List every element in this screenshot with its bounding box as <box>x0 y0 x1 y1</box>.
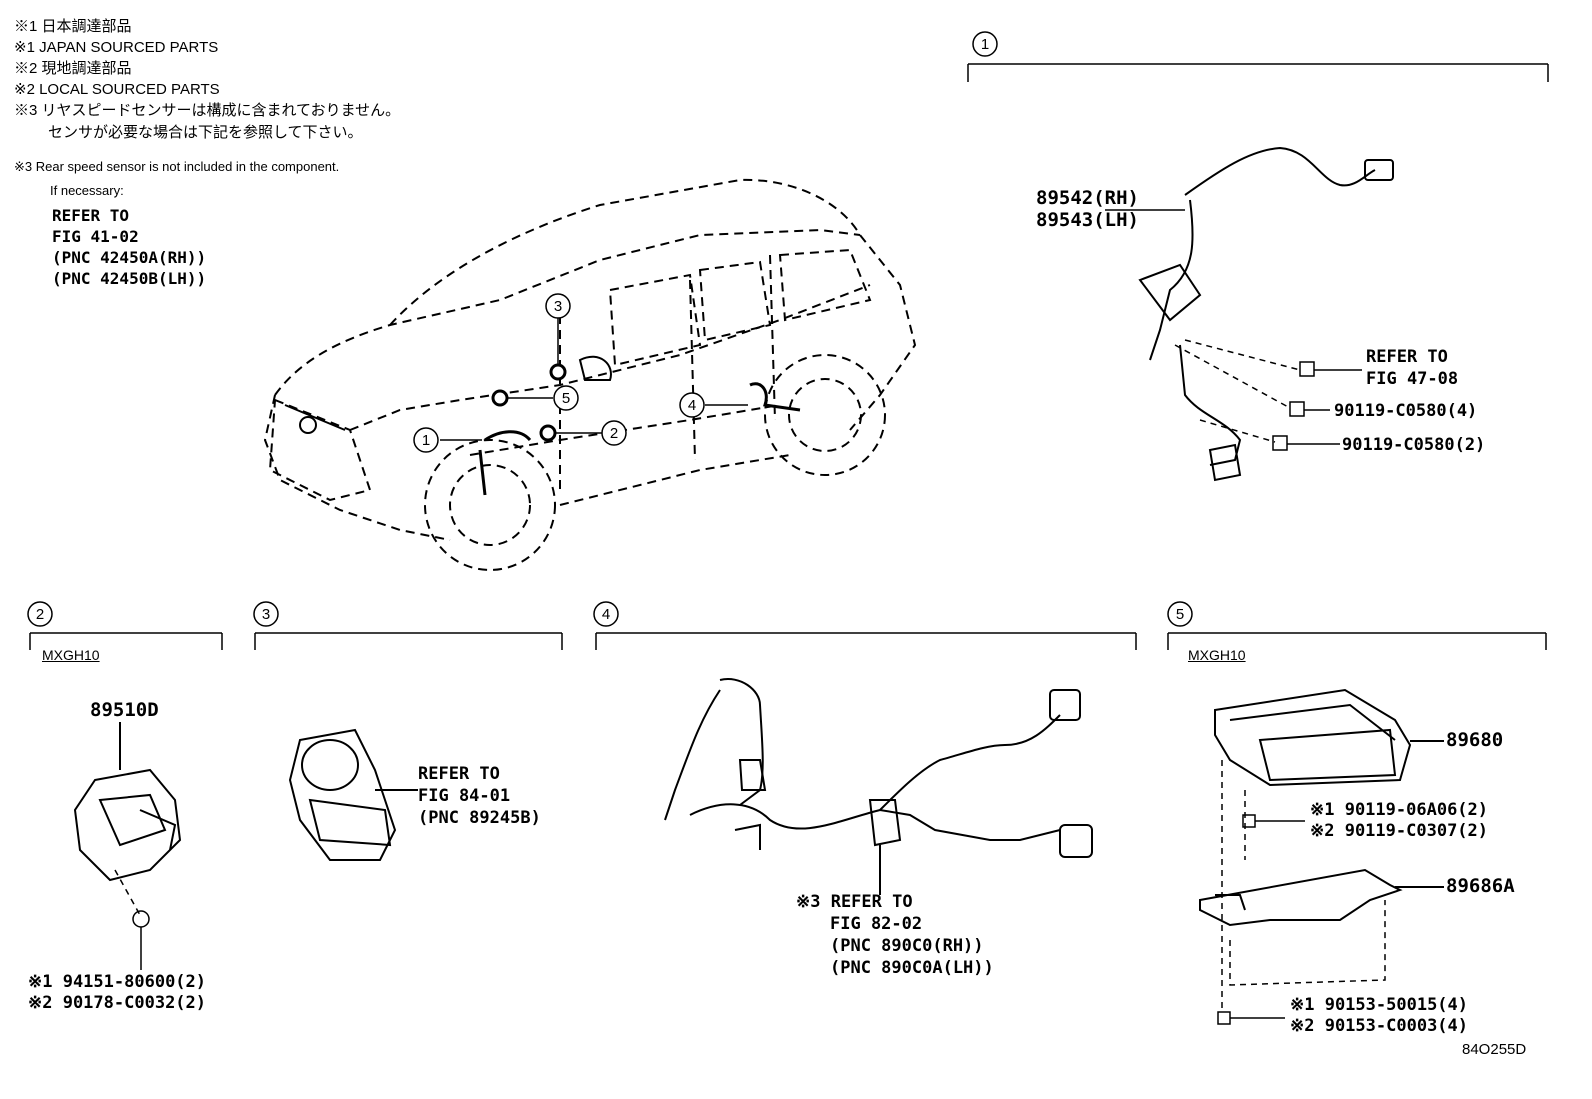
section-1-refer-line-1: REFER TO <box>1366 347 1448 367</box>
note-line-1: ※1 日本調達部品 <box>14 18 132 35</box>
section-5-bolts <box>1217 814 1305 1025</box>
section-3-refer-line-1: REFER TO <box>418 764 500 784</box>
section-5-dashed-leaders <box>1221 760 1386 1010</box>
section-5-ecu <box>1199 688 1444 927</box>
section-5-number: 5 <box>1176 606 1184 623</box>
callout-5-vehicle: 5 <box>562 390 570 407</box>
section-4-refer-line-3: (PNC 890C0(RH)) <box>830 936 984 956</box>
part-89510d: 89510D <box>90 699 159 721</box>
section-2-nut <box>132 910 150 970</box>
bolt-90119-c0580-4: 90119-C0580(4) <box>1334 401 1478 421</box>
part-89543-lh: 89543(LH) <box>1036 209 1139 231</box>
section-3-refer-line-3: (PNC 89245B) <box>418 808 541 828</box>
fastener-94151-80600: ※1 94151-80600(2) <box>28 972 207 992</box>
section-2-dashed-leader <box>114 869 141 916</box>
section-4-refer-line-4: (PNC 890C0A(LH)) <box>830 958 994 978</box>
refer-top-line-4: (PNC 42450B(LH)) <box>52 269 207 288</box>
note-line-2: ※1 JAPAN SOURCED PARTS <box>14 39 219 56</box>
vehicle-outline <box>263 178 917 571</box>
bolt-90119-c0307: ※2 90119-C0307(2) <box>1310 821 1489 841</box>
diagram-code: 84O255D <box>1462 1041 1527 1058</box>
note-line-4: ※2 LOCAL SOURCED PARTS <box>14 81 220 98</box>
bolt-90119-06a06: ※1 90119-06A06(2) <box>1310 800 1489 820</box>
section-4-refer-line-2: FIG 82-02 <box>830 914 923 934</box>
section-4-number: 4 <box>602 606 610 623</box>
section-1-fasteners <box>1105 209 1362 451</box>
section-1-wire-harness <box>1138 146 1394 482</box>
refer-top-line-2: FIG 41-02 <box>52 227 139 246</box>
section-1-dashed-leaders <box>1174 339 1301 443</box>
section-1-number: 1 <box>981 36 989 53</box>
bolt-90153-c0003: ※2 90153-C0003(4) <box>1290 1016 1469 1036</box>
callout-circles <box>27 31 1193 627</box>
vehicle-solid-lines <box>284 355 801 496</box>
fastener-90178-c0032: ※2 90178-C0032(2) <box>28 993 207 1013</box>
section-4-wire-harness <box>664 678 1093 895</box>
section-3-refer-line-2: FIG 84-01 <box>418 786 511 806</box>
note-english: ※3 Rear speed sensor is not included in … <box>14 159 340 174</box>
section-2-model: MXGH10 <box>42 647 100 663</box>
vehicle-location-marks <box>491 363 567 442</box>
section-3-number: 3 <box>262 606 270 623</box>
bolt-90153-50015: ※1 90153-50015(4) <box>1290 995 1469 1015</box>
note-line-3: ※2 現地調達部品 <box>14 60 132 77</box>
callout-3-vehicle: 3 <box>554 298 562 315</box>
section-4-refer-line-1: ※3 REFER TO <box>796 892 913 912</box>
part-89686a: 89686A <box>1446 875 1515 897</box>
section-5-model: MXGH10 <box>1188 647 1246 663</box>
callout-leaders <box>440 318 748 441</box>
bolt-90119-c0580-2: 90119-C0580(2) <box>1342 435 1486 455</box>
section-1-refer-line-2: FIG 47-08 <box>1366 369 1459 389</box>
callout-4-vehicle: 4 <box>688 397 696 414</box>
part-89680: 89680 <box>1446 729 1504 751</box>
section-2-sensor <box>73 722 182 882</box>
callout-1-vehicle: 1 <box>422 432 430 449</box>
if-necessary-label: If necessary: <box>50 183 124 198</box>
note-line-5: ※3 リヤスピードセンサーは構成に含まれておりません。 <box>14 102 401 119</box>
callout-numbers: 3 5 2 1 4 1 2 3 4 5 <box>36 36 1184 623</box>
note-line-6: センサが必要な場合は下記を参照して下さい。 <box>48 124 363 141</box>
refer-top-line-3: (PNC 42450A(RH)) <box>52 248 207 267</box>
section-2-number: 2 <box>36 606 44 623</box>
section-3-module <box>288 728 418 861</box>
section-brackets-lower <box>29 632 1547 650</box>
part-89542-rh: 89542(RH) <box>1036 187 1139 209</box>
refer-top-line-1: REFER TO <box>52 206 130 225</box>
section-1-bracket <box>967 63 1549 82</box>
callout-2-vehicle: 2 <box>610 425 618 442</box>
